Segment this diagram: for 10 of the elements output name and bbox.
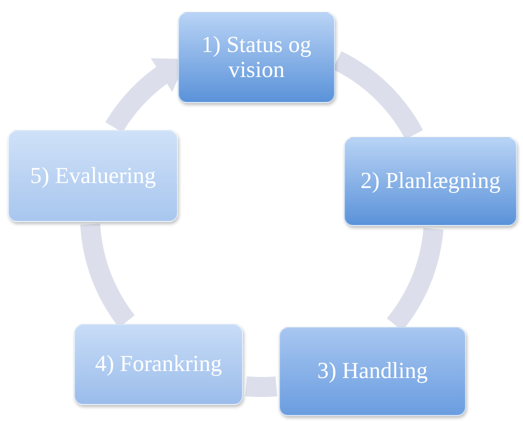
process-box [178, 12, 335, 103]
step-label: 4) Forankring [94, 352, 222, 377]
step-label: 1) Status og vision [200, 33, 312, 82]
step-label: 2) Planlægning [360, 169, 500, 194]
step-label: 3) Handling [317, 359, 428, 384]
process-box [74, 324, 243, 405]
step-label: 5) Evaluering [30, 164, 156, 188]
process-box [279, 327, 466, 416]
process-box [8, 130, 178, 222]
process-box [344, 137, 517, 226]
